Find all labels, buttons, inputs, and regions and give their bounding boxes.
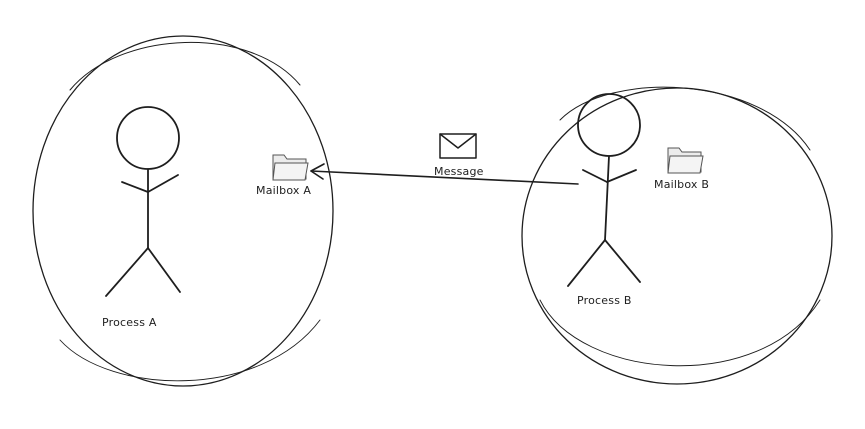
mailbox-b-label: Mailbox B: [654, 178, 710, 191]
mailbox-a-folder-icon: [272, 154, 309, 181]
message-arrow: [310, 163, 579, 185]
process-a-boundary: [32, 35, 334, 387]
process-a-boundary-overdraw-2: [59, 319, 321, 382]
process-a-label: Process A: [102, 316, 157, 329]
envelope-icon: [439, 133, 477, 159]
process-a-group: [32, 35, 334, 387]
process-b-boundary-overdraw: [559, 86, 811, 151]
process-a-actor-icon: [105, 106, 181, 297]
process-b-boundary-overdraw-2: [539, 299, 821, 367]
process-b-label: Process B: [577, 294, 632, 307]
process-b-boundary: [521, 87, 833, 385]
process-b-actor-icon: [567, 93, 641, 287]
message-label: Message: [434, 165, 484, 178]
mailbox-b-folder-icon: [667, 147, 704, 174]
mailbox-a-label: Mailbox A: [256, 184, 312, 197]
process-b-group: [521, 86, 833, 385]
process-a-boundary-overdraw: [69, 41, 301, 91]
